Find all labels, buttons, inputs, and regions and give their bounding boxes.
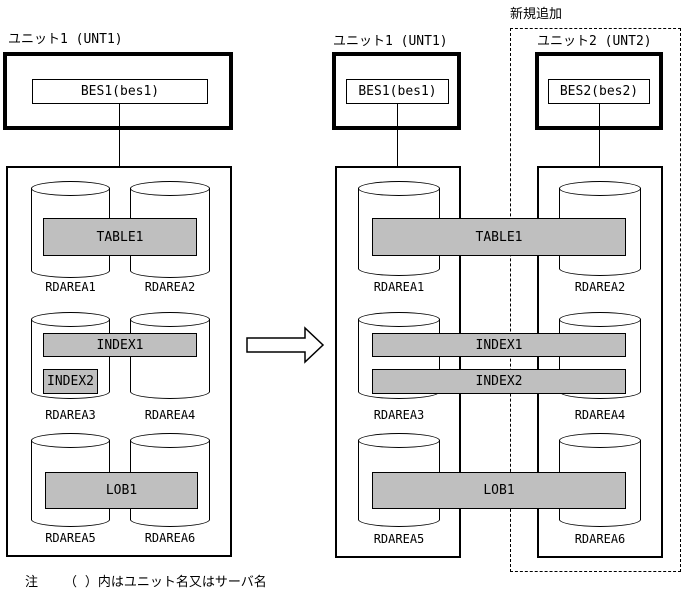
after-bes1-server-box: BES1(bes1) [346, 79, 449, 104]
after-rdarea1-label: RDAREA1 [373, 280, 425, 294]
after-rdarea5-label: RDAREA5 [373, 532, 425, 546]
right-arrow-icon [245, 325, 327, 365]
footnote-prefix: 注 [25, 575, 39, 590]
after-rdarea6-label: RDAREA6 [574, 532, 626, 546]
after-index2-band: INDEX2 [372, 369, 626, 394]
after-table1-band: TABLE1 [372, 218, 626, 256]
before-rdarea4-label: RDAREA4 [144, 408, 196, 422]
after-unit1-box [332, 52, 461, 130]
after-rdarea2-label: RDAREA2 [574, 280, 626, 294]
after-bes2-server-box: BES2(bes2) [548, 79, 650, 104]
before-index1-band: INDEX1 [43, 333, 197, 357]
before-bes1-server-box: BES1(bes1) [32, 79, 208, 104]
before-rdarea2-label: RDAREA2 [144, 280, 196, 294]
before-table1-band: TABLE1 [43, 218, 197, 256]
before-rdarea3-label: RDAREA3 [45, 408, 96, 422]
before-rdarea6-label: RDAREA6 [144, 531, 196, 545]
after-bes2-connector-line [599, 104, 600, 166]
before-bes1-connector-line [119, 104, 120, 166]
after-unit2-box [535, 52, 663, 130]
after-unit1-label: ユニット1 (UNT1) [333, 34, 448, 49]
after-rdarea4-label: RDAREA4 [574, 408, 626, 422]
after-unit2-new-dashed-box [510, 28, 681, 572]
after-rdarea3-label: RDAREA3 [373, 408, 425, 422]
after-bes1-connector-line [397, 104, 398, 166]
before-index2-band: INDEX2 [43, 369, 98, 394]
footnote-text: （ ）内はユニット名又はサーバ名 [64, 575, 267, 590]
after-new-addition-label: 新規追加 [510, 7, 563, 22]
before-lob1-band: LOB1 [45, 472, 198, 509]
before-rdarea5-label: RDAREA5 [45, 531, 96, 545]
before-unit1-box [3, 52, 233, 130]
before-unit1-label: ユニット1 (UNT1) [8, 32, 123, 47]
before-rdarea1-label: RDAREA1 [45, 280, 96, 294]
after-unit2-label: ユニット2 (UNT2) [537, 34, 652, 49]
after-lob1-band: LOB1 [372, 472, 626, 509]
after-index1-band: INDEX1 [372, 333, 626, 357]
